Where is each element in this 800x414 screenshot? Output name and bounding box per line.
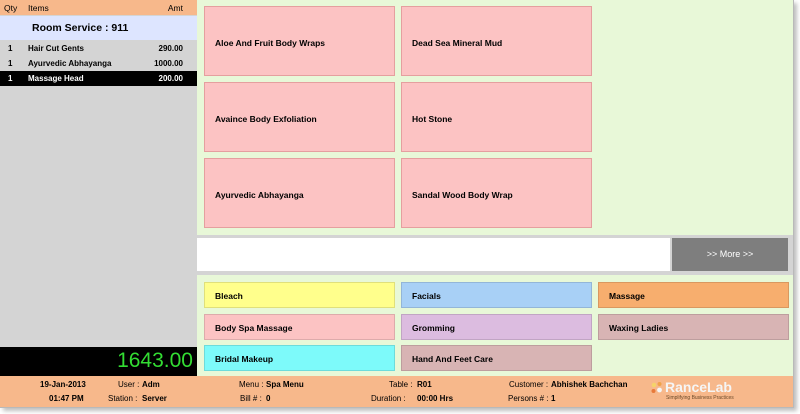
customer-value: Abhishek Bachchan <box>551 380 628 389</box>
item-tile[interactable]: Aloe And Fruit Body Wraps <box>204 6 395 76</box>
category-facials[interactable]: Facials <box>401 282 592 308</box>
item-label: Avaince Body Exfoliation <box>215 114 317 124</box>
station-value: Server <box>142 394 167 403</box>
search-band: >> More >> <box>197 235 793 275</box>
order-row[interactable]: 1 Ayurvedic Abhayanga 1000.00 <box>0 56 197 71</box>
order-panel: Qty Items Amt Room Service : 911 1 Hair … <box>0 0 197 376</box>
qty-header: Qty <box>4 3 18 13</box>
more-button[interactable]: >> More >> <box>672 238 788 271</box>
category-label: Facials <box>412 291 441 301</box>
station-label: Station : <box>108 394 138 403</box>
item-label: Hot Stone <box>412 114 453 124</box>
item-label: Sandal Wood Body Wrap <box>412 190 513 200</box>
order-amt: 1000.00 <box>154 59 183 68</box>
order-item: Hair Cut Gents <box>28 44 85 53</box>
order-qty: 1 <box>8 74 13 83</box>
user-value: Adm <box>142 380 160 389</box>
table-label: Table : <box>389 380 413 389</box>
customer-label: Customer : <box>509 380 549 389</box>
menu-label: Menu : <box>239 380 264 389</box>
duration-label: Duration : <box>371 394 406 403</box>
logo-tagline: Simplifying Business Practices <box>666 395 734 401</box>
category-label: Hand And Feet Care <box>412 354 493 364</box>
order-amt: 200.00 <box>158 74 183 83</box>
item-label: Ayurvedic Abhayanga <box>215 190 304 200</box>
category-label: Bridal Makeup <box>215 354 274 364</box>
category-waxing-ladies[interactable]: Waxing Ladies <box>598 314 789 340</box>
order-qty: 1 <box>8 44 13 53</box>
category-label: Bleach <box>215 291 243 301</box>
item-tile[interactable]: Ayurvedic Abhayanga <box>204 158 395 228</box>
status-date: 19-Jan-2013 <box>40 380 86 389</box>
category-massage[interactable]: Massage <box>598 282 789 308</box>
user-label: User : <box>118 380 140 389</box>
items-header: Items <box>28 3 49 13</box>
amt-header: Amt <box>167 3 183 13</box>
menu-panel: Aloe And Fruit Body Wraps Dead Sea Miner… <box>197 0 793 376</box>
total-amount: 1643.00 <box>117 349 193 372</box>
total-display: 1643.00 <box>0 347 197 376</box>
order-amt: 290.00 <box>158 44 183 53</box>
logo-icon <box>651 382 662 393</box>
order-item: Massage Head <box>28 74 84 83</box>
order-row-selected[interactable]: 1 Massage Head 200.00 <box>0 71 197 86</box>
status-bar: 19-Jan-2013 01:47 PM User : Adm Station … <box>0 376 793 407</box>
menu-value: Spa Menu <box>266 380 304 389</box>
category-bridal-makeup[interactable]: Bridal Makeup <box>204 345 395 371</box>
item-tile[interactable]: Sandal Wood Body Wrap <box>401 158 592 228</box>
pos-window: Qty Items Amt Room Service : 911 1 Hair … <box>0 0 794 408</box>
persons-label: Persons # : <box>508 394 549 403</box>
category-bleach[interactable]: Bleach <box>204 282 395 308</box>
order-header: Qty Items Amt <box>0 0 197 15</box>
search-input[interactable] <box>197 238 670 271</box>
duration-value: 00:00 Hrs <box>417 394 454 403</box>
category-hand-feet-care[interactable]: Hand And Feet Care <box>401 345 592 371</box>
order-row[interactable]: 1 Hair Cut Gents 290.00 <box>0 41 197 56</box>
category-body-spa-massage[interactable]: Body Spa Massage <box>204 314 395 340</box>
category-label: Massage <box>609 291 645 301</box>
item-label: Aloe And Fruit Body Wraps <box>215 38 326 48</box>
persons-value: 1 <box>551 394 556 403</box>
order-qty: 1 <box>8 59 13 68</box>
room-service-label: Room Service : 911 <box>0 16 197 40</box>
item-tile[interactable]: Dead Sea Mineral Mud <box>401 6 592 76</box>
bill-label: Bill # : <box>240 394 262 403</box>
category-label: Waxing Ladies <box>609 323 669 333</box>
table-value: R01 <box>417 380 432 389</box>
logo-name: RanceLab <box>665 379 732 395</box>
item-tile[interactable]: Hot Stone <box>401 82 592 152</box>
category-label: Body Spa Massage <box>215 323 293 333</box>
room-service-text: Room Service : 911 <box>32 22 129 34</box>
order-list: 1 Hair Cut Gents 290.00 1 Ayurvedic Abha… <box>0 41 197 86</box>
bill-value: 0 <box>266 394 271 403</box>
item-label: Dead Sea Mineral Mud <box>412 38 503 48</box>
category-label: Gromming <box>412 323 455 333</box>
item-tile[interactable]: Avaince Body Exfoliation <box>204 82 395 152</box>
order-item: Ayurvedic Abhayanga <box>28 59 112 68</box>
category-gromming[interactable]: Gromming <box>401 314 592 340</box>
rancelab-logo: RanceLab Simplifying Business Practices <box>650 379 760 405</box>
status-time: 01:47 PM <box>49 394 84 403</box>
